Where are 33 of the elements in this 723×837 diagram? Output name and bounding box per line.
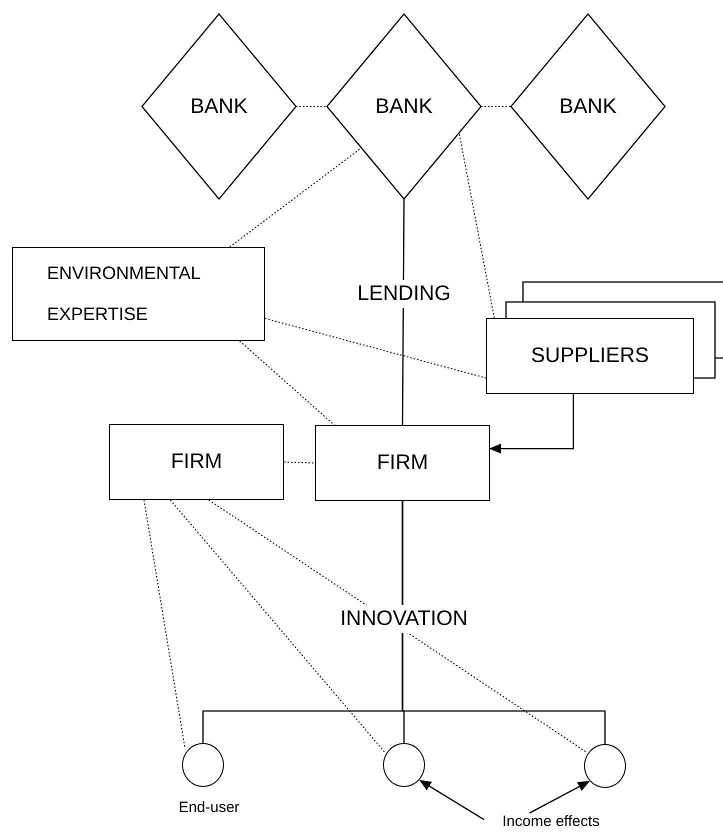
dotted-connector <box>229 146 363 248</box>
node-caption: End-user <box>178 799 240 816</box>
process-box <box>486 318 694 394</box>
connector <box>402 501 606 744</box>
decision-diamond <box>142 14 296 199</box>
node-label: FIRM <box>376 450 428 476</box>
node-label: ENVIRONMENTAL EXPERTISE <box>47 262 202 326</box>
process-box <box>109 424 284 500</box>
process-box <box>315 425 490 501</box>
arrow <box>419 780 484 820</box>
dotted-connector <box>144 500 186 748</box>
dotted-connector <box>284 462 316 464</box>
dotted-connector <box>239 340 335 426</box>
node-label: FIRM <box>170 449 222 475</box>
node-label: BANK <box>375 94 433 120</box>
arrow <box>489 394 574 454</box>
decision-diamond <box>327 14 481 199</box>
decision-diamond <box>511 14 665 199</box>
dotted-connector <box>170 500 386 754</box>
dotted-connector <box>296 106 328 107</box>
dotted-connector <box>264 318 486 378</box>
circle-node <box>182 743 224 787</box>
node-label: SUPPLIERS <box>531 343 649 369</box>
circle-node <box>584 744 626 788</box>
node-label: BANK <box>559 94 617 120</box>
annotation-text: Income effects <box>484 813 618 835</box>
process-box <box>12 247 265 341</box>
dotted-connector <box>480 106 512 107</box>
circle-node <box>383 743 425 787</box>
arrow <box>529 780 590 814</box>
node-label: BANK <box>190 94 248 120</box>
dotted-connector <box>208 500 587 752</box>
dotted-connector <box>458 134 495 318</box>
